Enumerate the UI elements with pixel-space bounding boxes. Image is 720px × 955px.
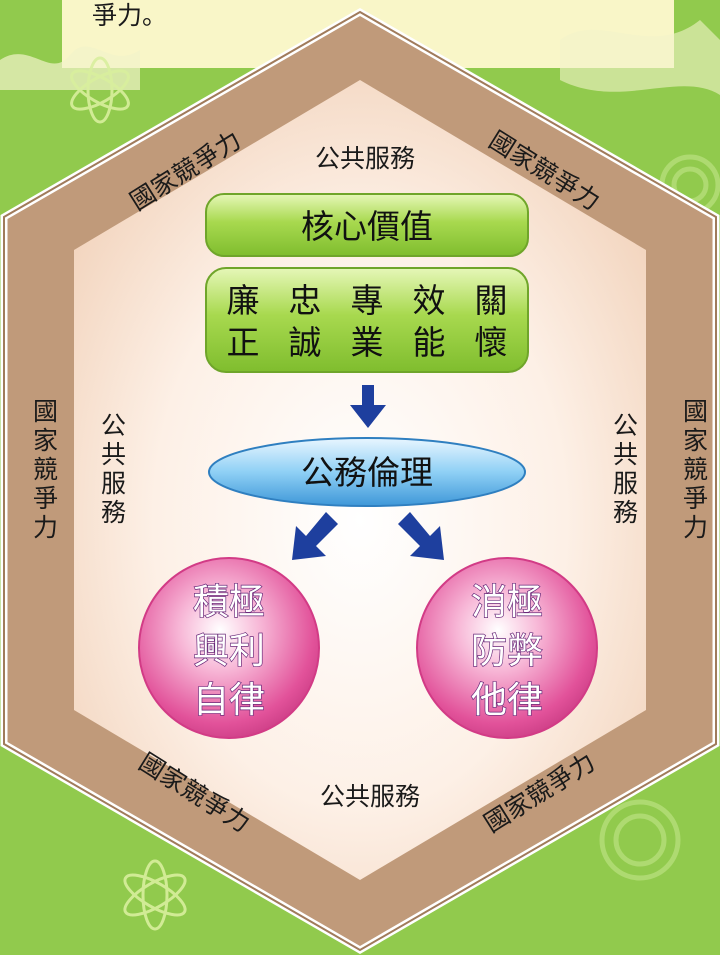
inner-label-bottom: 公共服務: [320, 782, 420, 811]
top-note: 爭力。: [92, 1, 167, 30]
left-circle-line: 自律: [193, 680, 265, 721]
value-char: 專: [351, 281, 384, 320]
values-box: [205, 267, 529, 373]
arrow-down-left-icon: [292, 512, 338, 560]
value-char: 誠: [289, 323, 322, 362]
left-circle: 積極 興利 自律: [138, 557, 320, 739]
right-circle: 消極 防弊 他律: [416, 557, 598, 739]
ethics-ellipse: 公務倫理: [208, 437, 526, 507]
right-circle-line: 他律: [471, 680, 543, 721]
value-char: 業: [351, 323, 384, 362]
values-row-2: 正 誠 業 能 懷: [227, 323, 508, 362]
inner-label-right: 公共服務: [610, 412, 639, 528]
arrow-down-right-icon: [398, 512, 444, 560]
right-circle-line: 防弊: [471, 631, 543, 672]
value-char: 效: [413, 281, 446, 320]
core-value-title: 核心價值: [301, 207, 433, 246]
core-value-box: 核心價值: [205, 193, 529, 257]
values-row-1: 廉 忠 專 效 關: [227, 281, 508, 320]
outer-label-left: 國家競爭力: [30, 398, 59, 543]
value-char: 關: [475, 281, 508, 320]
left-circle-line: 積極: [193, 582, 265, 623]
arrow-down-icon: [350, 385, 386, 428]
value-char: 廉: [227, 281, 260, 320]
inner-label-left: 公共服務: [98, 412, 127, 528]
left-circle-line: 興利: [193, 631, 265, 672]
inner-label-top: 公共服務: [315, 144, 415, 173]
value-char: 懷: [475, 323, 508, 362]
outer-hexagon-shade: [3, 10, 717, 952]
value-char: 正: [227, 323, 260, 362]
value-char: 忠: [289, 281, 322, 320]
right-circle-line: 消極: [471, 582, 543, 623]
ethics-label: 公務倫理: [301, 453, 433, 492]
value-char: 能: [413, 323, 446, 362]
outer-label-right: 國家競爭力: [680, 398, 709, 543]
